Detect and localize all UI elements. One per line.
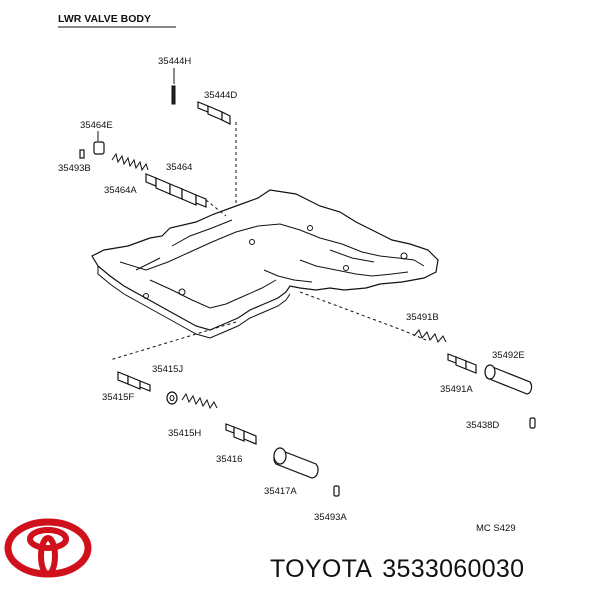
label-35438d: 35438D [466,420,499,431]
bolt-hole [178,288,186,296]
valve-35444d [197,101,231,125]
spring-35415h [181,392,218,410]
sleeve-35492e [484,364,533,395]
plug-35464e [93,141,105,155]
leader-line [109,321,237,361]
part-number: 3533060030 [382,555,525,583]
label-35415h: 35415H [168,428,201,439]
spring-35464a [111,152,149,172]
label-35444h: 35444H [158,56,191,67]
valve-35464 [145,173,207,208]
diagram-title: LWR VALVE BODY [58,13,151,25]
spring-35491b [413,329,447,343]
lower-valve-body-plate [91,189,439,339]
label-35493a: 35493A [314,512,347,523]
drawing-code: MC S429 [476,523,516,534]
label-35491a: 35491A [440,384,473,395]
bolt-hole [400,252,408,260]
brand-name: TOYOTA [270,555,373,583]
washer-35415j [166,391,178,405]
label-35417a: 35417A [264,486,297,497]
label-35464e: 35464E [80,120,113,131]
bolt-hole [249,239,255,245]
valve-35415f [117,371,151,392]
pin-35438d [529,417,536,429]
bolt-hole [343,265,349,271]
label-35416: 35416 [216,454,242,465]
label-35464a: 35464A [104,185,137,196]
label-35415f: 35415F [102,392,134,403]
valve-35491a [447,353,477,374]
label-35415j: 35415J [152,364,183,375]
pin-35444h [171,85,176,105]
label-35493b: 35493B [58,163,91,174]
toyota-logo-icon [4,518,92,578]
bolt-hole [307,225,313,231]
label-35492e: 35492E [492,350,525,361]
bolt-hole [143,293,149,299]
label-35491b: 35491B [406,312,439,323]
label-35444d: 35444D [204,90,237,101]
leader-line [299,291,427,341]
valve-35416 [225,423,257,445]
sleeve-35417a [273,447,319,479]
label-35464: 35464 [166,162,192,173]
pin-35493b [79,149,85,159]
leader-line [205,199,227,217]
brand-part-number: TOYOTA 3533060030 [270,555,534,584]
pin-35493a [333,485,340,497]
